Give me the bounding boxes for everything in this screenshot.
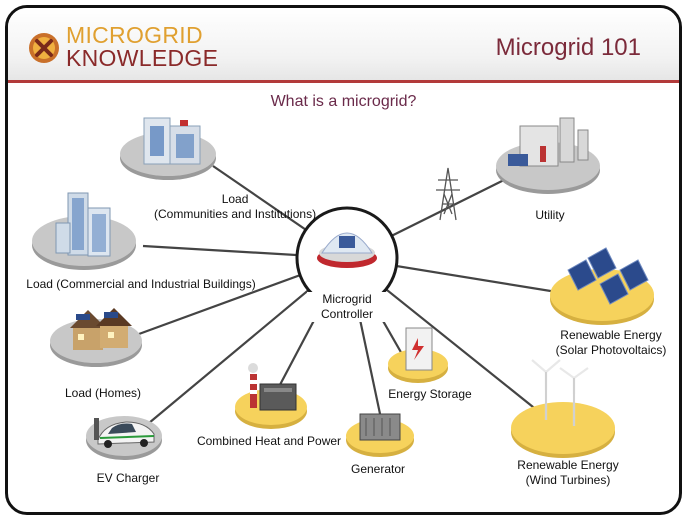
slide-frame: MICROGRID KNOWLEDGE Microgrid 101 What i… bbox=[5, 5, 682, 515]
energy-storage-node bbox=[388, 327, 448, 383]
load-institutions-label: Load (Communities and Institutions) bbox=[154, 192, 316, 222]
load-commercial-label: Load (Commercial and Industrial Building… bbox=[26, 277, 256, 291]
wind-label-line1: Renewable Energy bbox=[517, 458, 619, 472]
chp-label: Combined Heat and Power bbox=[196, 434, 342, 448]
load-institutions-label-line1: Load bbox=[221, 192, 249, 206]
generator-label: Generator bbox=[350, 462, 406, 476]
wind-label: Renewable Energy (Wind Turbines) bbox=[508, 458, 628, 488]
load-institutions-label-line2: (Communities and Institutions) bbox=[154, 207, 317, 221]
brand-line1: MICROGRID bbox=[66, 22, 203, 48]
microgrid-controller-node bbox=[295, 206, 399, 310]
load-homes-label: Load (Homes) bbox=[64, 386, 142, 400]
brand-line2: KNOWLEDGE bbox=[66, 45, 219, 71]
load-commercial-node bbox=[32, 192, 136, 270]
wind-label-line2: (Wind Turbines) bbox=[525, 473, 611, 487]
microgrid-diagram bbox=[32, 117, 654, 460]
solar-node bbox=[550, 247, 654, 325]
controller-label: Microgrid Controller bbox=[307, 292, 387, 322]
controller-label-line2: Controller bbox=[320, 307, 374, 321]
utility-label: Utility bbox=[535, 208, 565, 222]
load-institutions-node bbox=[120, 117, 216, 180]
utility-node bbox=[496, 117, 600, 194]
ev-charger-label: EV Charger bbox=[96, 471, 160, 485]
solar-label-line2: (Solar Photovoltaics) bbox=[555, 343, 667, 357]
controller-label-line1: Microgrid bbox=[322, 292, 372, 306]
header-divider bbox=[8, 80, 679, 83]
chp-node bbox=[235, 363, 307, 429]
transmission-tower-icon bbox=[436, 167, 460, 221]
ev-charger-node bbox=[86, 416, 162, 460]
brand-logo: MICROGRID KNOWLEDGE bbox=[66, 24, 218, 70]
diagram-subtitle: What is a microgrid? bbox=[270, 93, 417, 110]
energy-storage-label: Energy Storage bbox=[388, 387, 472, 401]
solar-label-line1: Renewable Energy bbox=[560, 328, 662, 342]
generator-node bbox=[346, 413, 414, 457]
slide-title: Microgrid 101 bbox=[495, 34, 641, 61]
wind-node bbox=[511, 359, 615, 458]
load-homes-node bbox=[50, 308, 142, 367]
header-bar bbox=[8, 8, 679, 80]
logo-icon bbox=[29, 33, 59, 63]
solar-label: Renewable Energy (Solar Photovoltaics) bbox=[546, 328, 676, 358]
